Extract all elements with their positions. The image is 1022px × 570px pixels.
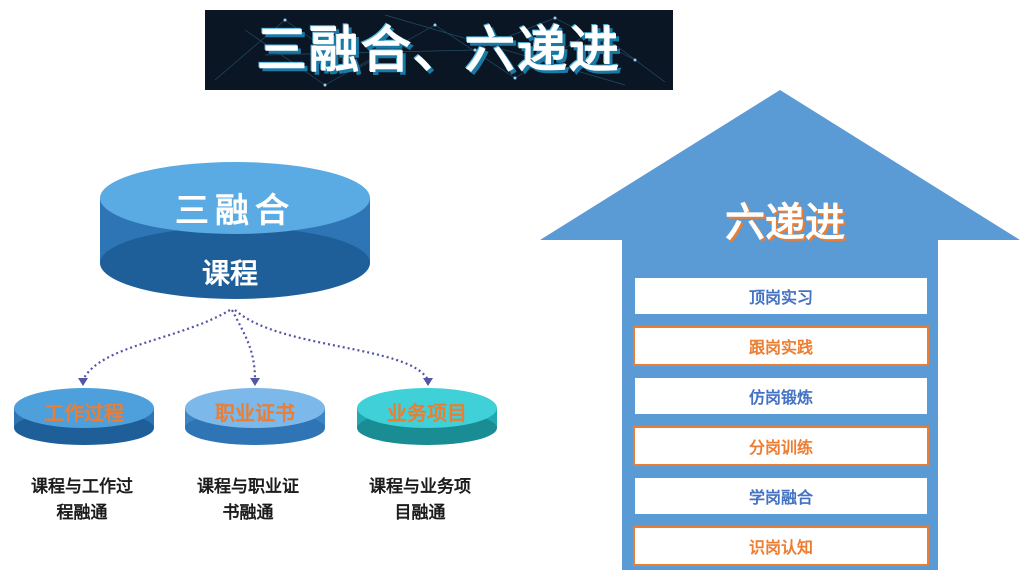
connector-lines <box>82 309 429 381</box>
caption-work: 课程与工作过 程融通 <box>7 474 157 526</box>
network-background-graphic <box>214 14 666 87</box>
arrowhead-1 <box>78 378 88 386</box>
disk-subtitle: 课程 <box>201 257 258 290</box>
step-5: 学岗融合 <box>633 476 929 516</box>
arrowhead-3 <box>423 378 433 386</box>
node-label-cert: 职业证书 <box>215 401 295 425</box>
step-2: 跟岗实践 <box>633 326 929 366</box>
caption-cert: 课程与职业证 书融通 <box>173 474 323 526</box>
disk-title: 三融合 <box>175 191 295 231</box>
title-banner: 三融合、六递进 <box>205 10 673 90</box>
caption-project-line1: 课程与业务项 <box>369 477 471 497</box>
caption-project: 课程与业务项 目融通 <box>345 474 495 526</box>
node-disk-work <box>14 388 154 445</box>
node-disk-project <box>357 388 497 445</box>
step-3: 仿岗锻炼 <box>633 376 929 416</box>
caption-cert-line2: 书融通 <box>222 503 274 523</box>
node-disk-cert <box>185 388 325 445</box>
caption-project-line2: 目融通 <box>394 503 446 523</box>
step-6: 识岗认知 <box>633 526 929 566</box>
banner-title: 三融合、六递进 <box>257 21 621 79</box>
caption-work-line1: 课程与工作过 <box>31 477 133 497</box>
step-1: 顶岗实习 <box>633 276 929 316</box>
arrow-title: 六递进 <box>725 200 845 246</box>
caption-cert-line1: 课程与职业证 <box>197 477 299 497</box>
arrowhead-2 <box>250 378 260 386</box>
main-disk <box>100 162 370 299</box>
node-label-project: 业务项目 <box>387 401 467 425</box>
node-label-work: 工作过程 <box>44 401 124 425</box>
three-fusion-diagram <box>14 162 497 445</box>
step-4: 分岗训练 <box>633 426 929 466</box>
caption-work-line2: 程融通 <box>56 503 108 523</box>
